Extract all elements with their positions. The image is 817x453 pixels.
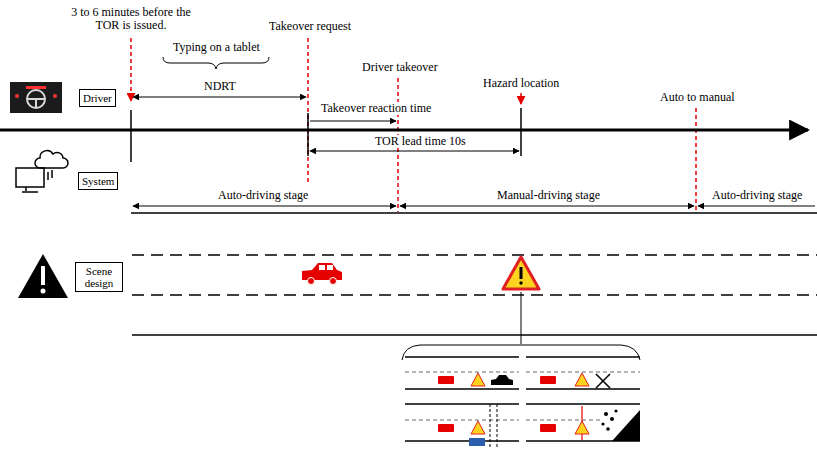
scene-panels (405, 357, 640, 448)
box-text: Scene design (79, 265, 119, 289)
timeline-label: Takeover reaction time (320, 102, 432, 115)
warning-icon (18, 254, 68, 298)
timeline-label: TOR lead time 10s (374, 135, 467, 148)
timeline-label: Driver takeover (362, 61, 438, 74)
system-icon (16, 151, 68, 192)
time-axis (0, 129, 808, 132)
reaction-arrow (310, 121, 396, 122)
axis-ticks (131, 108, 521, 162)
brace (163, 57, 269, 69)
red-car (302, 263, 342, 285)
road (132, 255, 817, 335)
event-lines (131, 38, 696, 212)
box-text: Driver (83, 92, 112, 104)
hazard-sign (503, 257, 539, 289)
timeline-label: Auto to manual (660, 91, 735, 104)
driver-icon (10, 82, 62, 113)
lead-time-arrow (310, 151, 519, 152)
callout-line (521, 292, 522, 344)
timeline-label: Auto-driving stage (712, 189, 802, 202)
label-box: Scene design (75, 262, 123, 292)
box-text: System (82, 175, 114, 187)
timeline-label: 3 to 6 minutes before the TOR is issued. (69, 6, 193, 32)
label-box: System (78, 172, 118, 190)
timeline-label: Hazard location (483, 77, 559, 90)
timeline-label: Auto-driving stage (218, 189, 308, 202)
bracket (402, 345, 640, 360)
timeline-label: Takeover request (269, 20, 351, 33)
timeline-label: NDRT (204, 80, 236, 93)
timeline-label: Manual-driving stage (497, 189, 600, 202)
ndrt-arrow (133, 97, 306, 98)
stage-arrows (131, 206, 817, 213)
timeline-label: Typing on a tablet (173, 41, 260, 54)
label-box: Driver (79, 89, 116, 107)
